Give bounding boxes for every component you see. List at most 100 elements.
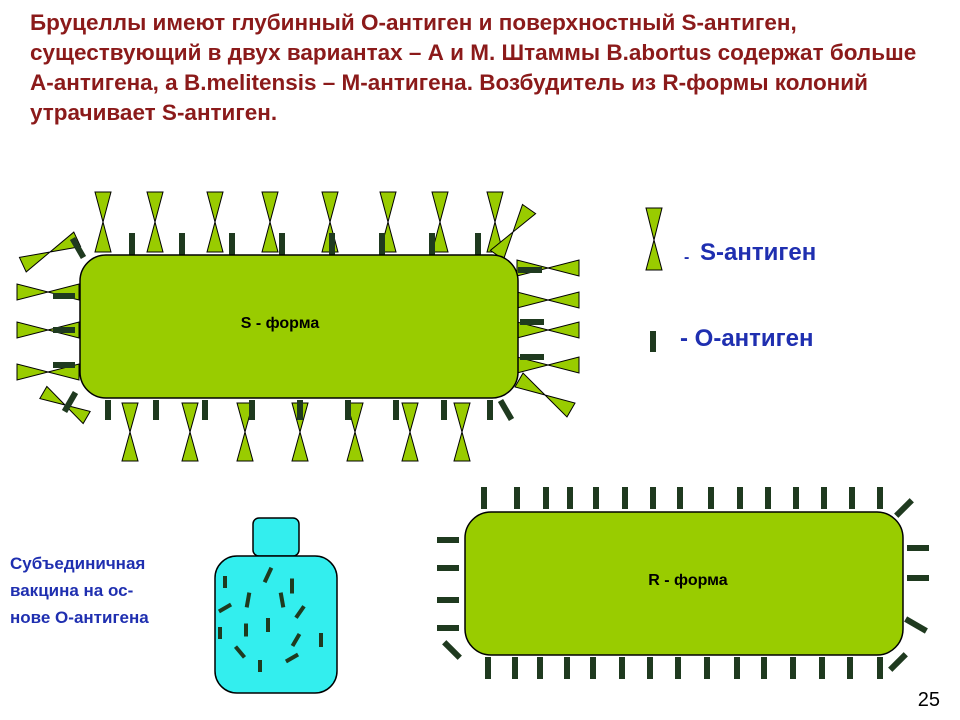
o-antigen xyxy=(888,652,908,672)
vaccine-caption-line-3: нове О-антигена xyxy=(10,608,149,627)
o-antigen xyxy=(647,657,653,679)
o-antigen xyxy=(441,400,447,420)
o-antigen xyxy=(223,576,227,588)
o-antigen xyxy=(675,657,681,679)
o-antigen xyxy=(266,618,270,632)
vaccine-vial xyxy=(214,517,338,694)
o-antigen xyxy=(262,566,274,584)
o-antigen xyxy=(290,578,294,594)
o-antigen xyxy=(907,545,929,551)
o-antigen xyxy=(217,602,233,614)
r-form-o-antigens xyxy=(437,487,929,679)
o-antigen xyxy=(761,657,767,679)
o-antigen xyxy=(437,625,459,631)
o-antigen xyxy=(61,390,79,414)
o-antigen-legend-label: - О-антиген xyxy=(680,325,814,352)
s-antigen xyxy=(16,321,80,339)
o-antigen xyxy=(290,632,302,648)
o-antigen xyxy=(105,400,111,420)
o-antigen xyxy=(765,487,771,509)
o-antigen xyxy=(564,657,570,679)
o-antigen xyxy=(284,652,300,664)
s-antigen xyxy=(401,402,419,462)
o-antigen xyxy=(514,487,520,509)
o-antigen xyxy=(907,575,929,581)
o-antigen xyxy=(593,487,599,509)
s-antigen xyxy=(206,191,224,253)
s-antigen xyxy=(453,402,471,462)
o-antigen xyxy=(53,327,75,333)
o-antigen xyxy=(437,565,459,571)
o-antigen xyxy=(319,633,323,647)
o-antigen xyxy=(894,498,914,518)
s-antigen-legend-dash: - xyxy=(684,249,689,266)
legend-s-antigen: - S-антиген xyxy=(645,207,816,271)
vaccine-caption-line-2: вакцина на ос- xyxy=(10,581,133,600)
o-antigen xyxy=(704,657,710,679)
o-antigen xyxy=(497,398,515,422)
s-antigen xyxy=(121,402,139,462)
o-antigen xyxy=(249,400,255,420)
s-antigen-legend-symbol xyxy=(645,207,663,271)
s-antigen-legend-label: S-антиген xyxy=(700,239,816,266)
o-antigen xyxy=(650,487,656,509)
o-antigen xyxy=(847,657,853,679)
o-antigen xyxy=(849,487,855,509)
s-form-surface-antigens xyxy=(16,191,580,462)
s-antigen xyxy=(514,372,576,418)
o-antigen xyxy=(877,657,883,679)
o-antigen xyxy=(69,236,87,260)
o-antigen xyxy=(437,597,459,603)
o-antigen xyxy=(485,657,491,679)
o-antigen xyxy=(258,660,262,672)
s-antigen xyxy=(94,191,112,253)
o-antigen xyxy=(520,319,544,325)
s-form-label: S - форма xyxy=(241,315,320,332)
o-antigen xyxy=(737,487,743,509)
o-antigen xyxy=(518,267,542,273)
o-antigen xyxy=(877,487,883,509)
o-antigen xyxy=(590,657,596,679)
o-antigen xyxy=(790,657,796,679)
o-antigen xyxy=(279,233,285,255)
o-antigen xyxy=(537,657,543,679)
o-antigen xyxy=(329,233,335,255)
o-antigen xyxy=(512,657,518,679)
o-antigen xyxy=(821,487,827,509)
o-antigen xyxy=(793,487,799,509)
o-antigen xyxy=(708,487,714,509)
s-antigen xyxy=(181,402,199,462)
o-antigen xyxy=(567,487,573,509)
s-antigen xyxy=(18,231,82,273)
o-antigen xyxy=(904,616,928,634)
o-antigen xyxy=(393,400,399,420)
vaccine-caption-line-1: Субъединичная xyxy=(10,554,145,573)
o-antigen xyxy=(294,605,306,619)
s-antigen xyxy=(516,291,580,309)
s-antigen xyxy=(261,191,279,253)
s-form-cell xyxy=(79,254,519,399)
o-antigen xyxy=(345,400,351,420)
o-antigen-legend-symbol xyxy=(650,331,656,352)
o-antigen xyxy=(244,623,248,637)
o-antigen xyxy=(442,640,462,660)
r-form-label: R - форма xyxy=(648,572,728,589)
o-antigen xyxy=(677,487,683,509)
o-antigen xyxy=(379,233,385,255)
s-antigen xyxy=(431,191,449,253)
o-antigen xyxy=(734,657,740,679)
o-antigen xyxy=(487,400,493,420)
r-form-cell xyxy=(464,511,904,656)
legend-o-antigen: - О-антиген xyxy=(650,325,814,352)
o-antigen xyxy=(53,362,75,368)
o-antigen xyxy=(53,293,75,299)
o-antigen xyxy=(218,627,222,639)
page-number: 25 xyxy=(917,689,940,711)
o-antigen xyxy=(153,400,159,420)
slide-heading: Бруцеллы имеют глубинный О-антиген и пов… xyxy=(30,10,917,125)
o-antigen xyxy=(429,233,435,255)
o-antigen xyxy=(622,487,628,509)
o-antigen xyxy=(481,487,487,509)
o-antigen xyxy=(543,487,549,509)
